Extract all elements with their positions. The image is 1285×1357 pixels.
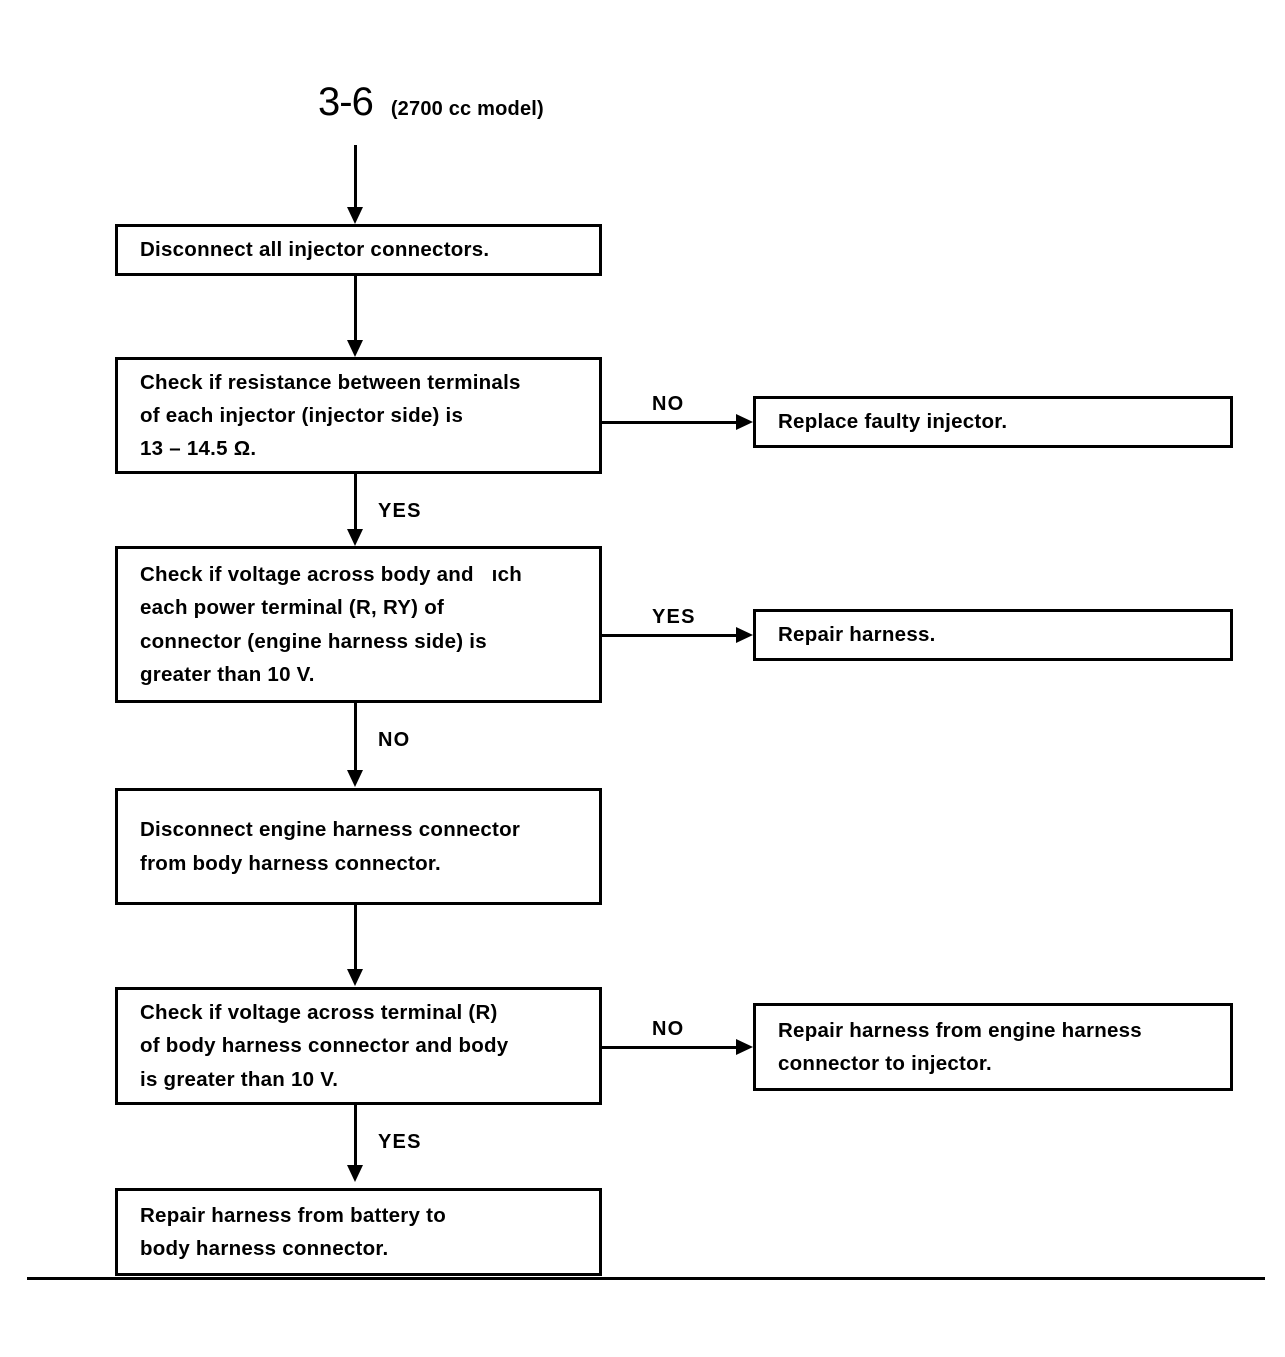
connector-n3-r2-arrowhead (736, 627, 753, 643)
edge-label-n3-r2: YES (652, 606, 696, 628)
node-line: each power terminal (R, RY) of (140, 596, 445, 620)
node-line: Repair harness from battery to (140, 1203, 446, 1227)
node-line: body harness connector. (140, 1237, 389, 1260)
action-repair-harness-engine-to-injector: Repair harness from engine harness conne… (753, 1003, 1233, 1091)
connector-n5-r3-line (602, 1046, 737, 1049)
connector-n4-n5-line (354, 905, 357, 971)
node-line: Disconnect all injector connectors. (140, 238, 490, 262)
edge-label-n3-n4: NO (378, 729, 411, 751)
node-line: of each injector (injector side) is (140, 403, 464, 427)
entry-connector-arrowhead (347, 207, 363, 224)
edge-label-n2-n3: YES (378, 500, 422, 522)
page-footer-rule (27, 1277, 1265, 1280)
node-line: Repair harness from engine harness (778, 1018, 1142, 1042)
node-line: Repair harness. (778, 623, 936, 647)
connector-n5-n6-line (354, 1105, 357, 1167)
action-repair-harness: Repair harness. (753, 609, 1233, 661)
node-line: greater than 10 V. (140, 662, 315, 686)
step-disconnect-engine-harness-connector: Disconnect engine harness connector from… (115, 788, 602, 905)
node-line: connector to injector. (778, 1052, 992, 1075)
node-line: Check if voltage across body and ıch (140, 563, 523, 587)
connector-n3-n4-arrowhead (347, 770, 363, 787)
node-line: connector (engine harness side) is (140, 629, 487, 653)
connector-n2-n3-arrowhead (347, 529, 363, 546)
page-header: 3-6 (2700 cc model) (318, 82, 544, 122)
node-line: Check if resistance between terminals (140, 370, 521, 394)
node-line: Check if voltage across terminal (R) (140, 1001, 498, 1025)
decision-power-terminal-voltage: Check if voltage across body and ıch eac… (115, 546, 602, 703)
connector-n2-r1-arrowhead (736, 414, 753, 430)
node-line: 13 – 14.5 Ω. (140, 437, 257, 461)
edge-label-n5-n6: YES (378, 1131, 422, 1153)
decision-injector-resistance: Check if resistance between terminals of… (115, 357, 602, 474)
connector-n5-r3-arrowhead (736, 1039, 753, 1055)
connector-n3-n4-line (354, 703, 357, 772)
connector-n2-n3-line (354, 474, 357, 531)
entry-connector-line (354, 145, 357, 209)
node-line: Disconnect engine harness connector (140, 818, 521, 842)
reference-number: 3-6 (318, 80, 374, 124)
node-line: of body harness connector and body (140, 1034, 509, 1058)
connector-n1-n2-arrowhead (347, 340, 363, 357)
action-replace-faulty-injector: Replace faulty injector. (753, 396, 1233, 448)
action-repair-harness-battery-to-body: Repair harness from battery to body harn… (115, 1188, 602, 1276)
connector-n2-r1-line (602, 421, 737, 424)
connector-n5-n6-arrowhead (347, 1165, 363, 1182)
edge-label-n2-r1: NO (652, 393, 685, 415)
step-disconnect-injector-connectors: Disconnect all injector connectors. (115, 224, 602, 276)
node-line: from body harness connector. (140, 851, 441, 875)
node-line: is greater than 10 V. (140, 1067, 339, 1091)
connector-n3-r2-line (602, 634, 737, 637)
node-line: Replace faulty injector. (778, 410, 1008, 434)
connector-n1-n2-line (354, 276, 357, 340)
connector-n4-n5-arrowhead (347, 969, 363, 986)
edge-label-n5-r3: NO (652, 1018, 685, 1040)
decision-body-harness-terminal-voltage: Check if voltage across terminal (R) of … (115, 987, 602, 1105)
model-note: (2700 cc model) (390, 98, 544, 120)
